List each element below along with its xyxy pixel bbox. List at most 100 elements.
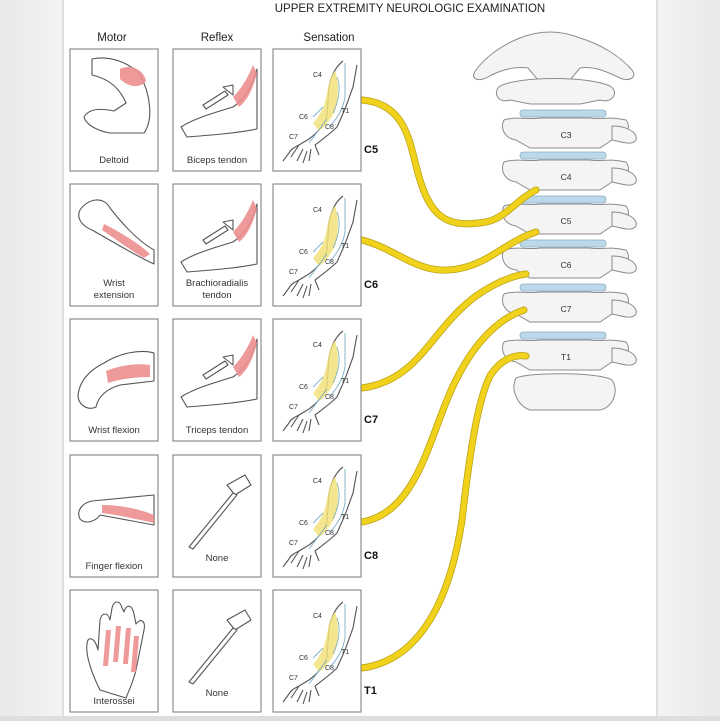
reflex-hammer-head-icon: [226, 474, 252, 496]
vertebra-c3: C3: [502, 109, 637, 149]
spinous-process: [611, 299, 637, 318]
spinous-process: [611, 125, 637, 144]
nerve-root-c6: [359, 229, 539, 273]
reflex-illustration-c6: [180, 200, 258, 273]
reflex-caption-c8: None: [206, 553, 229, 564]
vertebral-body: [502, 159, 629, 191]
vertebra-label: C7: [561, 304, 572, 314]
nerve-level-label-c6: C6: [364, 279, 378, 291]
vertebra-c4: C4: [502, 151, 637, 191]
reflex-caption-c7: Triceps tendon: [186, 425, 249, 436]
reflex-caption-c6: tendon: [202, 290, 231, 301]
reflex-caption-c6: Brachioradialis: [186, 278, 249, 289]
neurologic-exam-diagram: UPPER EXTREMITY NEUROLOGIC EXAMINATION M…: [69, 3, 637, 713]
nerve-level-label-c8: C8: [364, 550, 378, 562]
reflex-hammer-icon: [202, 354, 234, 380]
dermatome-label-c7: C7: [289, 540, 298, 547]
dermatome-label-c8: C8: [325, 259, 334, 266]
figure-sheet: UPPER EXTREMITY NEUROLOGIC EXAMINATION M…: [64, 0, 656, 716]
dermatome-label-c7: C7: [289, 269, 298, 276]
intervertebral-disc: [519, 239, 607, 248]
dermatome-label-c7: C7: [289, 675, 298, 682]
nerve-level-label-c5: C5: [364, 144, 378, 156]
dermatome-label-t1: T1: [341, 243, 349, 250]
motor-caption-c6: extension: [94, 290, 135, 301]
vertebra-label: C4: [561, 172, 572, 182]
atlas-vertebra: [473, 31, 635, 81]
reflex-hammer-handle-icon: [188, 492, 238, 550]
vertebral-body: [502, 247, 629, 279]
motor-caption-c6: Wrist: [103, 278, 125, 289]
motor-illustration-t1: [86, 601, 145, 699]
axis-vertebra: [495, 78, 615, 105]
motor-caption-t1: Interossei: [93, 696, 134, 707]
spinous-process: [611, 347, 637, 366]
vertebral-body: [502, 203, 629, 235]
header-sensation: Sensation: [303, 32, 354, 44]
intervertebral-disc: [519, 151, 607, 160]
motor-caption-c7: Wrist flexion: [88, 425, 140, 436]
nerve-roots: [358, 96, 540, 672]
reflex-hammer-icon: [202, 219, 234, 245]
nerve-root-c7: [359, 271, 529, 391]
dermatome-label-c4: C4: [313, 342, 322, 349]
motor-caption-c5: Deltoid: [99, 155, 129, 166]
reflex-caption-t1: None: [206, 688, 229, 699]
nerve-level-label-c7: C7: [364, 414, 378, 426]
vertebra-label: T1: [561, 352, 571, 362]
dermatome-label-t1: T1: [341, 108, 349, 115]
vertebra-label: C3: [561, 130, 572, 140]
motor-illustration-c6: [78, 199, 155, 265]
dermatome-label-t1: T1: [341, 649, 349, 656]
vertebra-c6: C6: [502, 239, 637, 279]
reflex-illustration-c5: [180, 65, 258, 138]
dermatome-label-c6: C6: [299, 114, 308, 121]
dermatome-label-t1: T1: [341, 514, 349, 521]
intervertebral-disc: [519, 331, 607, 340]
reflex-illustration-t1: [188, 609, 252, 685]
spinous-process: [611, 211, 637, 230]
reflex-hammer-head-icon: [226, 609, 252, 631]
vertebra-c5: C5: [502, 195, 637, 235]
dermatome-label-c6: C6: [299, 520, 308, 527]
dermatome-label-c4: C4: [313, 207, 322, 214]
dermatome-label-c7: C7: [289, 404, 298, 411]
diagram-title: UPPER EXTREMITY NEUROLOGIC EXAMINATION: [275, 3, 546, 15]
vertebral-body: [502, 117, 629, 149]
dermatome-label-c7: C7: [289, 134, 298, 141]
dermatome-label-c8: C8: [325, 394, 334, 401]
left-margin: [0, 0, 62, 716]
reflex-hammer-handle-icon: [188, 627, 238, 685]
dermatome-label-c4: C4: [313, 478, 322, 485]
motor-illustration-c7: [77, 350, 155, 409]
reflex-illustration-c8: [188, 474, 252, 550]
dermatome-label-t1: T1: [341, 378, 349, 385]
intervertebral-disc: [519, 195, 607, 204]
dermatome-label-c8: C8: [325, 530, 334, 537]
reflex-caption-c5: Biceps tendon: [187, 155, 247, 166]
dermatome-label-c4: C4: [313, 72, 322, 79]
nerve-root-c8: [359, 307, 527, 525]
motor-caption-c8: Finger flexion: [85, 561, 142, 572]
reflex-illustration-c7: [180, 335, 258, 408]
dermatome-label-c8: C8: [325, 665, 334, 672]
vertebra-label: C6: [561, 260, 572, 270]
dermatome-label-c4: C4: [313, 613, 322, 620]
intervertebral-disc: [519, 283, 607, 292]
dermatome-label-c8: C8: [325, 124, 334, 131]
intervertebral-disc: [519, 109, 607, 118]
right-margin: [658, 0, 720, 716]
dermatome-label-c6: C6: [299, 384, 308, 391]
reflex-hammer-icon: [202, 84, 234, 110]
header-motor: Motor: [97, 32, 127, 44]
motor-illustration-c5: [83, 57, 151, 134]
